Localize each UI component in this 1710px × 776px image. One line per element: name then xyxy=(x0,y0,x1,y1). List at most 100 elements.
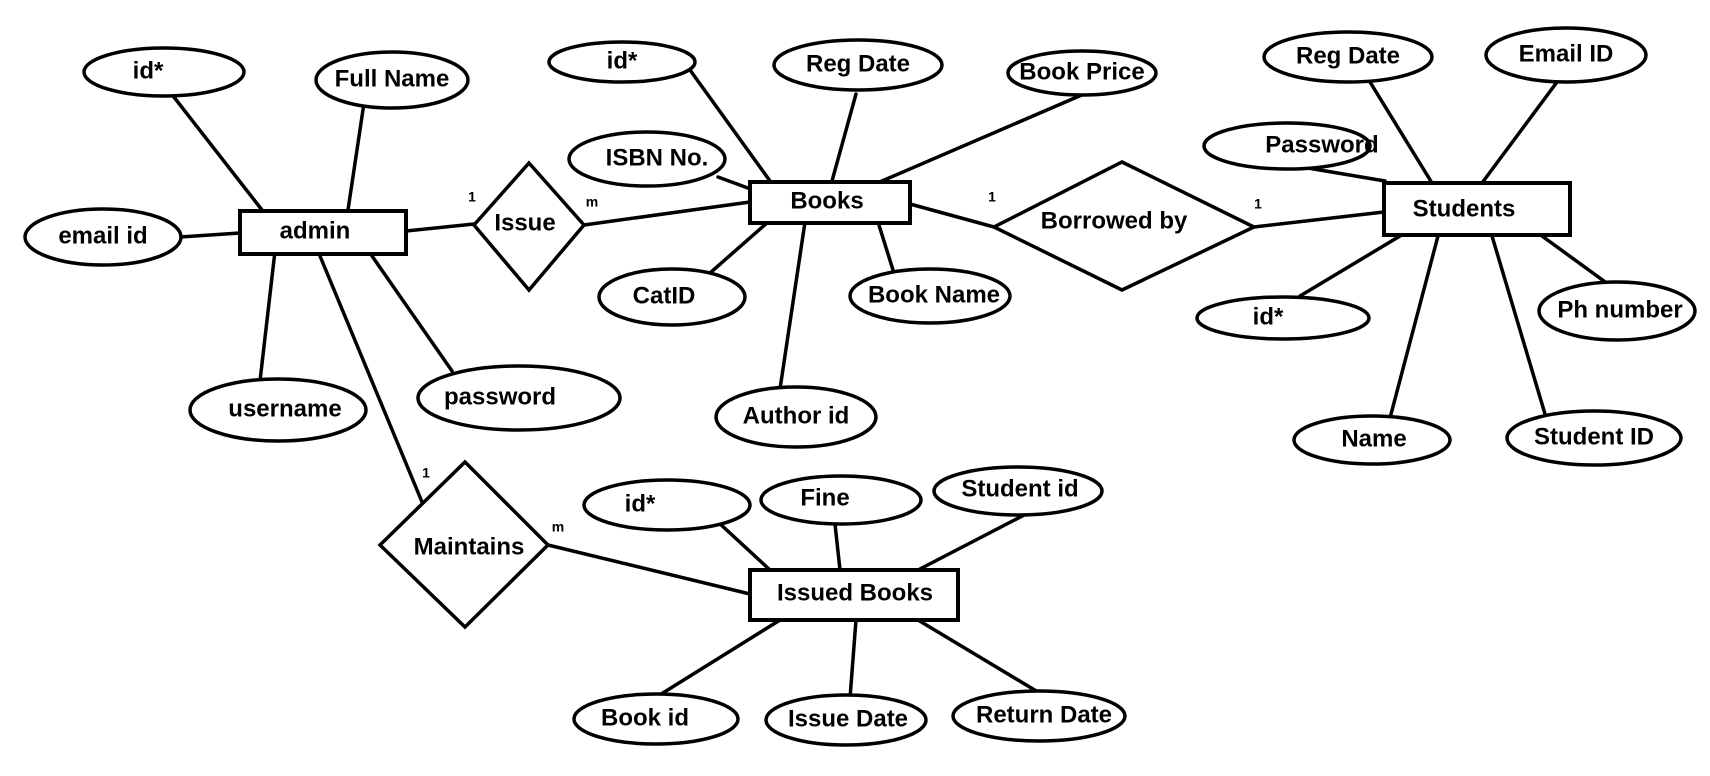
line-issued-studentid xyxy=(916,511,1030,572)
line-books-id xyxy=(688,68,772,183)
line-admin-issue xyxy=(404,222,476,233)
attr-admin-password: password xyxy=(416,364,622,432)
attr-books-bookname: Book Name xyxy=(848,267,1012,325)
attr-students-email-label: Email ID xyxy=(1519,40,1614,67)
attr-books-regdate: Reg Date xyxy=(772,38,944,92)
attr-admin-username: username xyxy=(188,377,368,443)
attr-students-id: id* xyxy=(1195,295,1371,341)
attr-issued-issuedate: Issue Date xyxy=(764,693,928,747)
attr-students-email: Email ID xyxy=(1484,26,1648,84)
attr-issued-returndate: Return Date xyxy=(951,689,1127,743)
attr-students-studentid-label: Student ID xyxy=(1534,423,1654,450)
line-books-bookname xyxy=(876,220,895,272)
cardinality-issue-books: m xyxy=(586,194,598,210)
line-admin-username xyxy=(258,249,277,383)
attr-books-price-label: Book Price xyxy=(1019,58,1144,85)
attr-students-password: Password xyxy=(1202,121,1379,171)
line-issued-id xyxy=(716,520,772,572)
attr-books-isbn: ISBN No. xyxy=(567,130,727,188)
line-admin-id xyxy=(168,90,264,212)
cardinality-issue-admin: 1 xyxy=(468,189,476,205)
attr-books-authorid-label: Author id xyxy=(743,402,850,429)
entity-students: Students xyxy=(1382,181,1572,237)
attr-students-password-label: Password xyxy=(1265,131,1378,158)
relationship-borrowed-by: Borrowed by xyxy=(990,160,1259,292)
attr-students-phnumber-label: Ph number xyxy=(1557,296,1682,323)
relationship-maintains: Maintains xyxy=(377,459,551,630)
attr-students-studentid: Student ID xyxy=(1505,409,1683,467)
attr-books-catid-label: CatID xyxy=(633,282,696,309)
cardinality-borrowed-books: 1 xyxy=(988,189,996,205)
attr-issued-id: id* xyxy=(582,478,752,532)
line-issue-books xyxy=(582,200,752,227)
line-students-email xyxy=(1480,76,1562,185)
attr-books-price: Book Price xyxy=(1006,49,1158,97)
entity-admin: admin xyxy=(238,209,408,256)
line-books-catid xyxy=(708,220,770,275)
cardinality-maintains-issued: m xyxy=(552,519,564,535)
line-students-regdate xyxy=(1368,80,1434,185)
line-books-price xyxy=(873,92,1086,186)
attr-admin-fullname-label: Full Name xyxy=(335,65,450,92)
attr-issued-bookid-label: Book id xyxy=(601,704,689,731)
attr-books-authorid: Author id xyxy=(714,385,878,449)
relationship-issue-label: Issue xyxy=(494,209,555,236)
line-admin-fullname xyxy=(346,101,366,212)
line-issued-returndate xyxy=(916,618,1050,700)
line-books-authorid xyxy=(778,220,807,391)
attr-admin-password-label: password xyxy=(444,383,556,410)
attr-admin-fullname: Full Name xyxy=(314,50,470,110)
attr-issued-fine: Fine xyxy=(759,474,923,526)
cardinality-labels: 1 m 1 1 1 m xyxy=(422,189,1262,535)
attr-admin-email: email id xyxy=(23,207,183,267)
line-admin-password xyxy=(370,254,454,373)
entity-issued-books: Issued Books xyxy=(748,568,960,622)
entity-students-label: Students xyxy=(1413,195,1516,222)
line-books-regdate xyxy=(830,92,858,183)
attr-admin-username-label: username xyxy=(228,395,341,422)
attr-students-id-label: id* xyxy=(1253,303,1284,330)
attr-students-phnumber: Ph number xyxy=(1537,280,1697,342)
line-students-phnumber xyxy=(1540,234,1610,286)
attr-books-id-label: id* xyxy=(607,47,638,74)
cardinality-maintains-admin: 1 xyxy=(422,465,430,481)
relationship-issue: Issue xyxy=(471,160,587,293)
attr-issued-bookid: Book id xyxy=(572,692,740,746)
attr-issued-returndate-label: Return Date xyxy=(976,701,1112,728)
attr-books-regdate-label: Reg Date xyxy=(806,50,910,77)
attr-issued-id-label: id* xyxy=(625,490,656,517)
line-admin-email xyxy=(178,231,242,239)
relationship-borrowed-by-label: Borrowed by xyxy=(1041,207,1188,234)
relationship-maintains-label: Maintains xyxy=(414,533,525,560)
line-students-studentid xyxy=(1490,234,1547,416)
attr-issued-fine-label: Fine xyxy=(800,484,849,511)
attr-issued-studentid: Student id xyxy=(932,465,1104,517)
attr-books-bookname-label: Book Name xyxy=(868,281,1000,308)
cardinality-borrowed-students: 1 xyxy=(1254,196,1262,212)
line-students-name xyxy=(1388,234,1440,420)
attr-issued-studentid-label: Student id xyxy=(961,475,1078,502)
attr-admin-id: id* xyxy=(82,46,246,98)
attr-issued-issuedate-label: Issue Date xyxy=(788,705,908,732)
attr-students-name: Name xyxy=(1292,414,1452,466)
attr-students-regdate-label: Reg Date xyxy=(1296,42,1400,69)
entity-admin-label: admin xyxy=(280,217,351,244)
line-admin-maintains xyxy=(318,254,424,504)
attr-admin-id-label: id* xyxy=(133,57,164,84)
line-issued-fine xyxy=(833,522,842,572)
attr-books-catid: CatID xyxy=(597,267,747,327)
line-maintains-issued xyxy=(546,543,752,596)
attr-books-id: id* xyxy=(547,40,697,84)
entity-books: Books xyxy=(748,180,912,225)
line-issued-issuedate xyxy=(848,618,858,700)
line-borrowed-students xyxy=(1252,210,1386,229)
line-issued-bookid xyxy=(656,618,782,698)
attr-books-isbn-label: ISBN No. xyxy=(606,144,709,171)
entity-books-label: Books xyxy=(790,187,863,214)
attr-students-regdate: Reg Date xyxy=(1262,30,1434,84)
line-books-borrowed xyxy=(908,202,996,229)
attr-admin-email-label: email id xyxy=(58,222,147,249)
attr-students-name-label: Name xyxy=(1341,425,1406,452)
entity-issued-books-label: Issued Books xyxy=(777,579,933,606)
